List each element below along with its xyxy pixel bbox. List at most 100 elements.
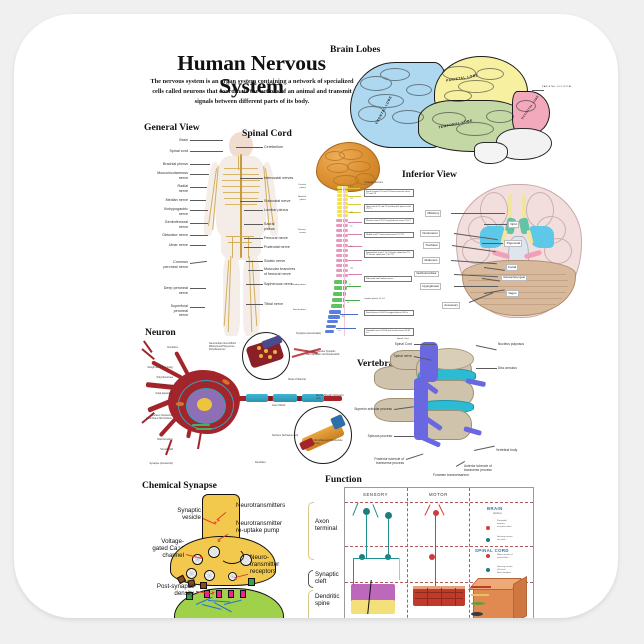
gv-label-femoral: Femoral nerve (264, 236, 288, 240)
receptor-2 (216, 590, 222, 598)
nervous-system-poster: Human Nervous System The nervous system … (14, 14, 618, 618)
brain-lateral-shape (316, 142, 380, 192)
spinal-column (240, 154, 242, 258)
cn-label-vagus: Vagus (506, 290, 519, 297)
function-legend-sensory-cortex: Sensory neuron of cortex (497, 536, 513, 541)
sc-label-brachial-plexus: Brachial plexus (298, 196, 306, 201)
sticker-card: Human Nervous System The nervous system … (14, 14, 618, 618)
syn-label-psd: Post-synaptic density (156, 583, 194, 597)
neuron-label-golgi: Golgi apparatus (155, 392, 173, 395)
vert-label-spinal-nerve: Spinal nerve (393, 354, 412, 358)
neuron-label-axon-hillock: Axon hillock (272, 404, 286, 407)
neuron-label-synapse-axosomatic: Synapse (Axosomatic) (296, 332, 322, 335)
neuron-label-node-ranvier: Node of Ranvier (288, 378, 307, 381)
gv-label-radial: Radial nerve (177, 184, 188, 193)
neuron-label-polyribosomes: Polyribosomes (156, 376, 173, 379)
receptor-4 (240, 590, 246, 598)
gv-label-muscular-branches: Muscular branches of femoral nerve (264, 267, 296, 276)
gv-label-musculocutaneous: Musculocutaneous nerve (157, 171, 188, 180)
function-legend-pyramidal: Pyramidal neurons of motor cortex (497, 520, 512, 528)
vertebrae-diagram (374, 342, 584, 472)
cn-label-abducens: Abducens (422, 257, 440, 264)
vesicle-2 (208, 546, 220, 558)
neuron-label-myelin-sheath: Myelin Sheath (Schwann cell) (316, 394, 344, 401)
sc-label-spinal-cord-foot: Spinal Cord (397, 338, 409, 340)
reuptake-pump-2 (186, 592, 193, 600)
vert-label-nucleus-pulposus: Nucleus pulposus (498, 342, 524, 346)
neuron-diagram (141, 332, 357, 471)
gv-label-iliohypogastric: Iliohypogastric nerve (164, 207, 188, 216)
section-heading-chemical-synapse: Chemical Synapse (142, 480, 217, 491)
syn-label-axon-terminal: Axon terminal (315, 518, 338, 532)
gv-label-common-peroneal: Common peroneal nerve (163, 260, 188, 269)
neuron-label-rough-er: Rough ER (Nissl body) (147, 366, 173, 369)
gv-label-deep-peroneal: Deep peroneal nerve (163, 286, 188, 295)
cn-label-optic: Optic (508, 221, 520, 228)
cn-label-trigeminal: Trigeminal (504, 240, 523, 247)
sc-label-cranial-nerves: CRANIAL NERVES (364, 182, 383, 184)
sc-label-cervical-plexus: Cervical plexus (298, 184, 306, 189)
function-diagram: SENSORY MOTOR BRAIN (Cortex) SPINAL CORD… (344, 487, 534, 618)
function-brain-sub: (Cortex) (493, 512, 502, 515)
gv-label-brain: Brain (179, 138, 188, 142)
cn-label-accessory: Accessory (442, 302, 461, 309)
gv-label-superficial-peroneal: Superficial peroneal nerve (170, 304, 188, 318)
sc-label-sacral-plexus-seg: Sacral plexus L4-S4 Coccygeal plexus S4-… (364, 310, 414, 316)
sc-label-occipital-auricular: Small occipital C2 and C3 Great auricula… (364, 189, 414, 198)
syn-label-synaptic-vesicle: Synaptic vesicle (177, 507, 201, 521)
gv-label-pudendal: Pudendal nerve (264, 245, 290, 249)
cn-label-olfactory: Olfactory (425, 210, 442, 217)
function-row-spinal-cord: SPINAL CORD (475, 548, 509, 553)
neuron-label-synaptic-vesicles: Synaptic vesicles Synaptic cleft Synapti… (306, 350, 340, 357)
receptor-1 (204, 590, 210, 598)
calcium-channel-3 (200, 582, 207, 589)
gv-label-spinal-cord: Spinal cord (169, 149, 188, 153)
function-col-motor: MOTOR (429, 492, 448, 497)
section-heading-inferior-view: Inferior View (402, 169, 457, 180)
gv-label-saphenous: Saphenous nerve (264, 282, 293, 286)
syn-label-reuptake-pump: Neurotransmitter re-uptake pump (236, 520, 283, 534)
gv-label-brachial-plexus: Brachial plexus (162, 162, 188, 166)
vert-label-spinal-cord: Spinal Cord (394, 342, 412, 346)
vesicle-1 (192, 554, 203, 565)
vert-label-foramen: Foramen transversarium (433, 473, 469, 477)
vert-label-anterior-tubercle: Anterior tubercle of transverse process (464, 464, 492, 473)
cerebellum-inferior (462, 260, 576, 316)
neuron-label-synapse-axoaxonic: Synapse (Axoaxonic) (149, 462, 173, 465)
section-heading-function: Function (325, 474, 362, 485)
function-legend-motor-ventral: Motor neuron of ventral horn (497, 554, 513, 559)
neuron-label-nucleus: Nucleus Nucleolus Membrane Microtubule (146, 414, 172, 421)
syn-label-dendritic-spine: Dendritic spine (315, 593, 340, 607)
vert-label-spinous-process: Spinous process (367, 434, 392, 438)
gv-label-cerebellum: Cerebellum (264, 145, 283, 149)
page-title: Human Nervous System (177, 51, 326, 98)
cn-label-vestibulocochlear: Vestibulocochlear (414, 271, 439, 277)
neuron-label-microfilament: Microfilament Microtubule Axon (314, 439, 343, 446)
sc-label-lumbar-plexus: Lumbar plexus (291, 284, 306, 286)
syn-label-synaptic-cleft: Synaptic cleft (315, 571, 339, 585)
sc-label-upper-trunk: Upper trunk C5 and C6 and brachial plexu… (364, 204, 414, 213)
sc-label-pudendal-seg: Pudendal nerve S2-S4 and sacral nerves S… (364, 328, 414, 337)
function-col-sensory: SENSORY (363, 492, 389, 497)
neuron-nucleolus (197, 398, 212, 411)
section-heading-neuron: Neuron (145, 327, 176, 338)
sc-label-lumbar-plexus-seg: Lumbar plexus L1-L4 (364, 298, 385, 300)
gv-label-median: Median nerve (165, 198, 188, 202)
spinal-cord-diagram: C1 C4 C8 T2 T6 T11 L1 L5 S2 Co (310, 142, 410, 352)
sc-label-phrenic: Phrenic nerve C3-C5 Long thoracic nerve … (364, 218, 414, 224)
gv-label-ulnar: Ulnar nerve (168, 243, 188, 247)
gyri-texture (346, 50, 611, 160)
gv-label-lumbar-plexus: Lumbar plexus (264, 208, 289, 212)
myelin-sheath-2 (273, 394, 297, 402)
section-heading-general-view: General View (144, 122, 200, 133)
gv-label-subcostal: Subcostal nerve (264, 199, 291, 203)
neuron-label-ribosomes: Ribosomes (160, 384, 173, 387)
neuron-label-mitochondrion: Mitochondrion (157, 438, 173, 441)
myelin-sheath-1 (246, 394, 268, 402)
cn-label-trochlear: Trochlear (423, 242, 440, 249)
gv-label-intercostal: Intercostal nerves (264, 176, 294, 180)
gv-label-sacral-plexus: Sacral plexus (264, 222, 275, 231)
occipital-lobe-shape (512, 91, 550, 135)
vesicle-4 (204, 570, 215, 581)
